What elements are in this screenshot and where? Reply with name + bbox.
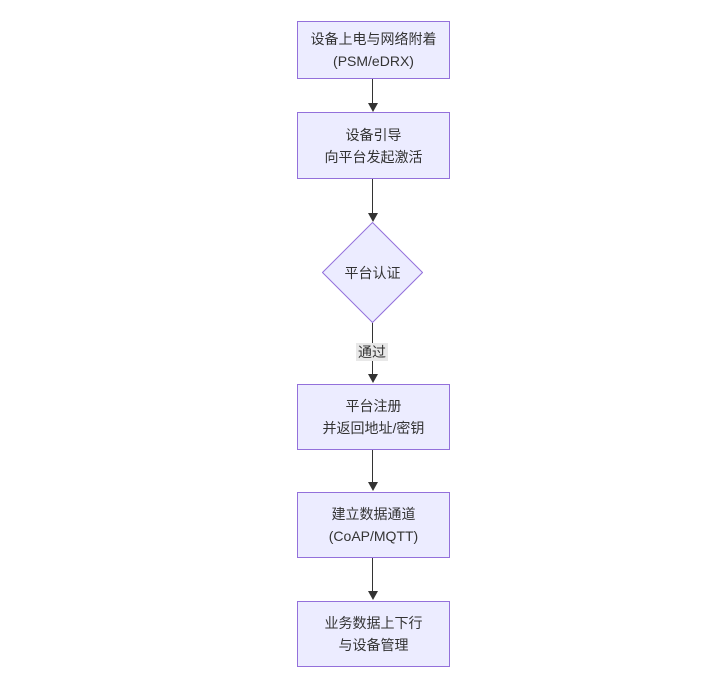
node-text: 建立数据通道	[331, 506, 416, 522]
diamond-shape	[322, 222, 423, 323]
node-text: (CoAP/MQTT)	[328, 528, 419, 544]
node-text: 平台认证	[344, 264, 401, 281]
node-text: 设备引导	[345, 126, 402, 143]
edge-register-to-channel-line	[372, 450, 373, 482]
arrowhead-down-icon	[368, 482, 378, 491]
node-text: 设备上电与网络附着	[310, 31, 437, 47]
node-text: 向平台发起激活	[324, 148, 423, 165]
node-text: 与设备管理	[338, 637, 409, 653]
node-text: 业务数据上下行	[324, 615, 423, 631]
edge-label-pass: 通过	[356, 343, 388, 361]
node-data-channel: 建立数据通道 (CoAP/MQTT)	[297, 492, 450, 558]
edge-channel-to-business-line	[372, 558, 373, 591]
arrowhead-down-icon	[368, 103, 378, 112]
node-text: 平台注册	[345, 398, 402, 414]
arrowhead-down-icon	[368, 374, 378, 383]
node-text: (PSM/eDRX)	[333, 53, 414, 69]
edge-boot-to-auth-line	[372, 179, 373, 214]
arrowhead-down-icon	[368, 591, 378, 600]
arrowhead-down-icon	[368, 213, 378, 222]
node-text: 并返回地址/密钥	[322, 420, 425, 436]
node-business-mgmt: 业务数据上下行 与设备管理	[297, 601, 450, 667]
decision-platform-auth: 平台认证	[322, 222, 423, 323]
edge-power-to-boot-line	[372, 79, 373, 104]
node-power-attach: 设备上电与网络附着 (PSM/eDRX)	[297, 21, 450, 79]
node-boot-activate: 设备引导 向平台发起激活	[297, 112, 450, 179]
node-platform-register: 平台注册 并返回地址/密钥	[297, 384, 450, 450]
